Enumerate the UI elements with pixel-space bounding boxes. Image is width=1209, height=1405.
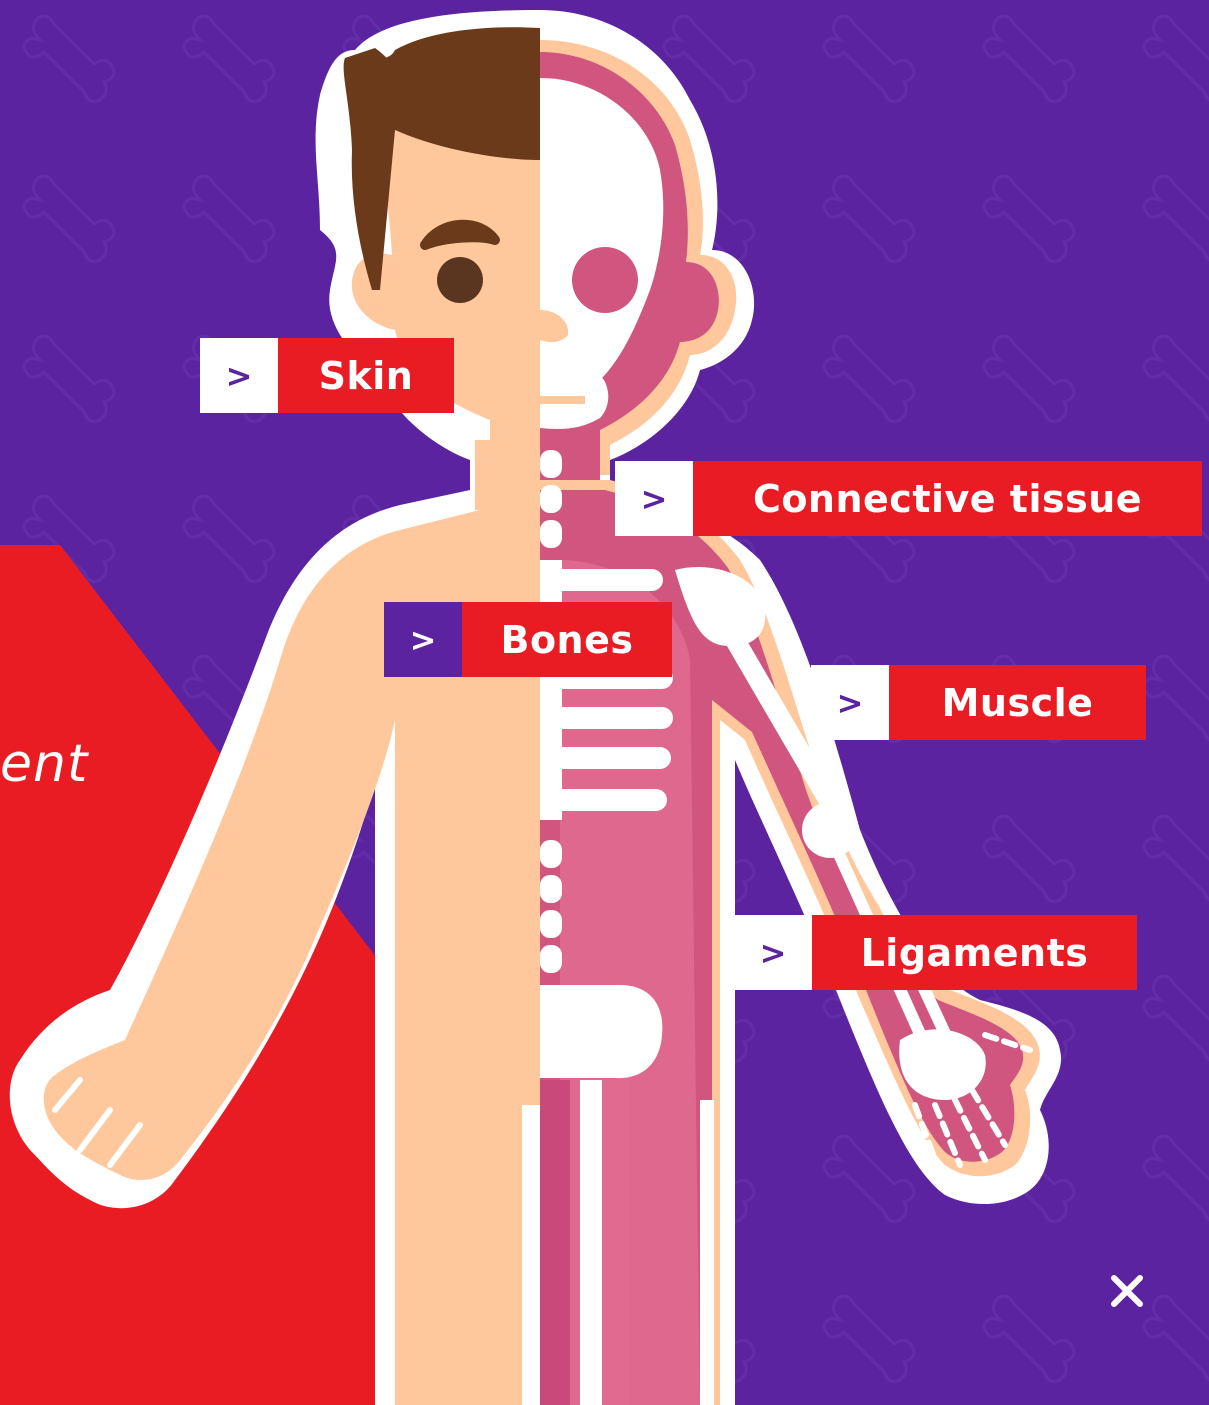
intro-partial-text: ent xyxy=(0,738,88,790)
hotspot-label-bones: Bones xyxy=(462,602,672,677)
chevron-right-icon: > xyxy=(200,338,278,413)
hotspot-label-skin: Skin xyxy=(278,338,454,413)
chevron-right-icon: > xyxy=(384,602,462,677)
hotspot-ligaments[interactable]: > Ligaments xyxy=(734,915,1137,990)
chevron-right-icon: > xyxy=(734,915,812,990)
hotspot-label-muscle: Muscle xyxy=(889,665,1146,740)
hotspot-skin[interactable]: > Skin xyxy=(200,338,454,413)
hotspot-label-ligaments: Ligaments xyxy=(812,915,1137,990)
hotspot-muscle[interactable]: > Muscle xyxy=(811,665,1146,740)
close-button[interactable] xyxy=(1098,1262,1156,1320)
chevron-right-icon: > xyxy=(615,461,693,536)
hotspot-label-connective-tissue: Connective tissue xyxy=(693,461,1202,536)
close-icon xyxy=(1098,1262,1156,1320)
hotspot-connective-tissue[interactable]: > Connective tissue xyxy=(615,461,1202,536)
chevron-right-icon: > xyxy=(811,665,889,740)
hotspot-bones[interactable]: > Bones xyxy=(384,602,672,677)
